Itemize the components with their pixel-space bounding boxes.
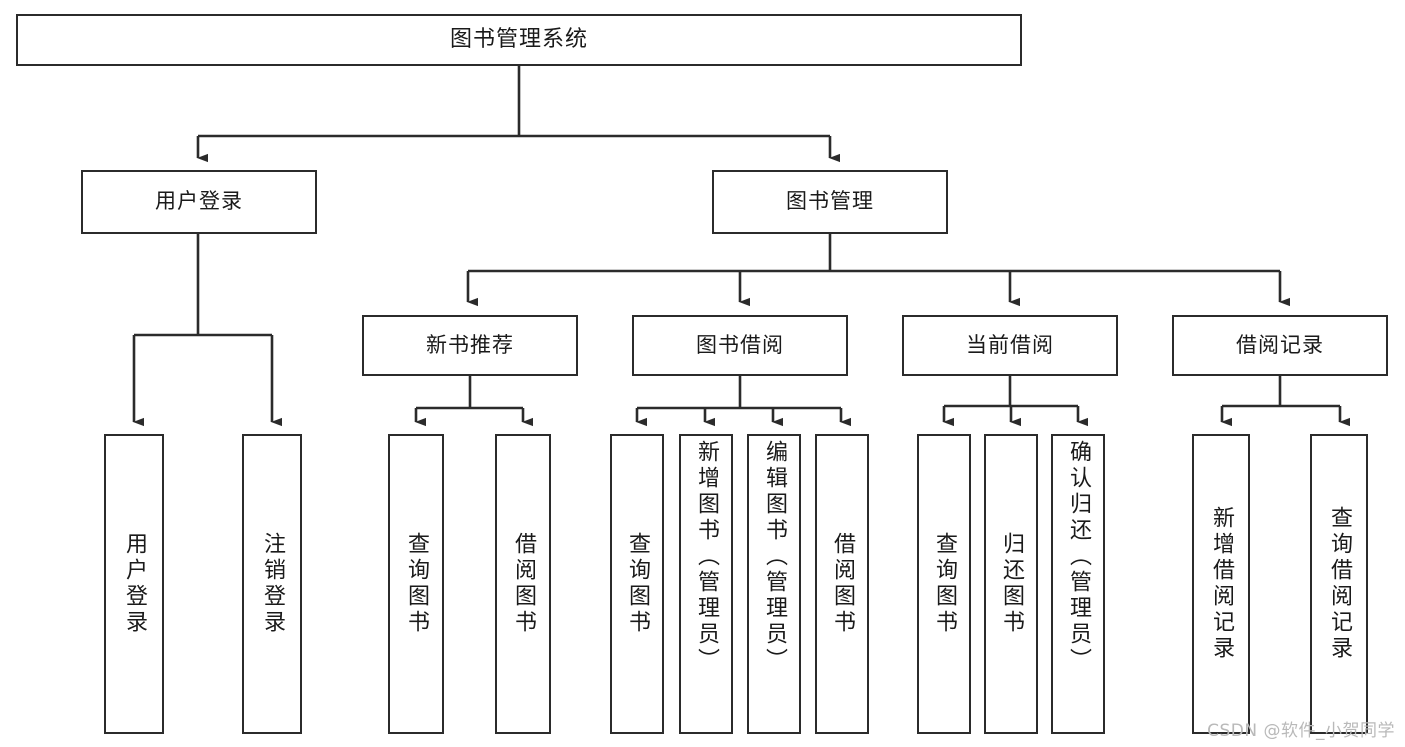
node-root[interactable]: 图书管理系统 (16, 14, 1022, 66)
node-book-manage[interactable]: 图书管理 (712, 170, 948, 234)
csdn-watermark: CSDN @软件_小贺同学 (1207, 721, 1395, 741)
leaf-user-login[interactable]: 用户登录 (104, 434, 164, 734)
node-borrow-record[interactable]: 借阅记录 (1172, 315, 1388, 376)
node-user-login[interactable]: 用户登录 (81, 170, 317, 234)
leaf-borrow-book-recommend[interactable]: 借阅图书 (495, 434, 551, 734)
node-new-book-recommend[interactable]: 新书推荐 (362, 315, 578, 376)
leaf-query-borrow-record[interactable]: 查询借阅记录 (1310, 434, 1368, 734)
node-book-borrow[interactable]: 图书借阅 (632, 315, 848, 376)
leaf-edit-book[interactable]: 编辑图书（管理员） (747, 434, 801, 734)
leaf-borrow-book-borrow[interactable]: 借阅图书 (815, 434, 869, 734)
leaf-query-book-current[interactable]: 查询图书 (917, 434, 971, 734)
leaf-confirm-return[interactable]: 确认归还（管理员） (1051, 434, 1105, 734)
leaf-add-borrow-record[interactable]: 新增借阅记录 (1192, 434, 1250, 734)
leaf-query-book-borrow[interactable]: 查询图书 (610, 434, 664, 734)
node-current-borrow[interactable]: 当前借阅 (902, 315, 1118, 376)
leaf-add-book[interactable]: 新增图书（管理员） (679, 434, 733, 734)
leaf-return-book[interactable]: 归还图书 (984, 434, 1038, 734)
leaf-logout-login[interactable]: 注销登录 (242, 434, 302, 734)
leaf-query-book-recommend[interactable]: 查询图书 (388, 434, 444, 734)
